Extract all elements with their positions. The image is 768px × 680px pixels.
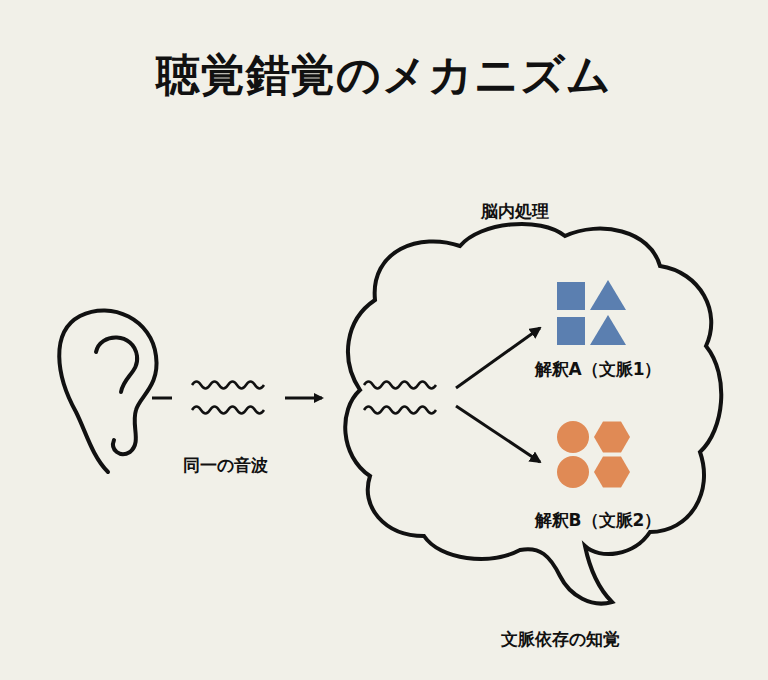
sound-waves	[192, 382, 264, 414]
sound-wave	[364, 382, 436, 389]
wave-label: 同一の音波	[183, 454, 268, 477]
interpretation-label: 解釈A（文脈1）	[535, 358, 662, 381]
arrow	[456, 406, 540, 462]
brain-outline-path	[345, 224, 721, 604]
region-heading: 脳内処理	[481, 200, 549, 223]
arrow	[285, 397, 322, 400]
square-icon	[557, 317, 585, 345]
sound-waves	[364, 382, 436, 414]
title: 聴覚錯覚のメカニズム	[156, 46, 612, 105]
sound-wave	[364, 407, 436, 414]
triangle-icon	[590, 280, 626, 310]
caption: 文脈依存の知覚	[501, 628, 620, 651]
connector-dash	[152, 397, 172, 400]
sound-wave	[192, 407, 264, 414]
interpretation-label: 解釈B（文脈2）	[535, 509, 662, 532]
brain-outline	[335, 190, 727, 610]
hexagon-icon	[594, 421, 630, 452]
square-icon	[557, 282, 585, 310]
arrow	[456, 328, 540, 388]
circle-icon	[557, 421, 589, 453]
triangle-icon	[590, 315, 626, 345]
brain-region: 脳内処理	[335, 190, 727, 610]
circle-icon	[557, 456, 589, 488]
sound-wave	[192, 382, 264, 389]
ear-icon	[59, 310, 156, 472]
hexagon-icon	[594, 456, 630, 487]
